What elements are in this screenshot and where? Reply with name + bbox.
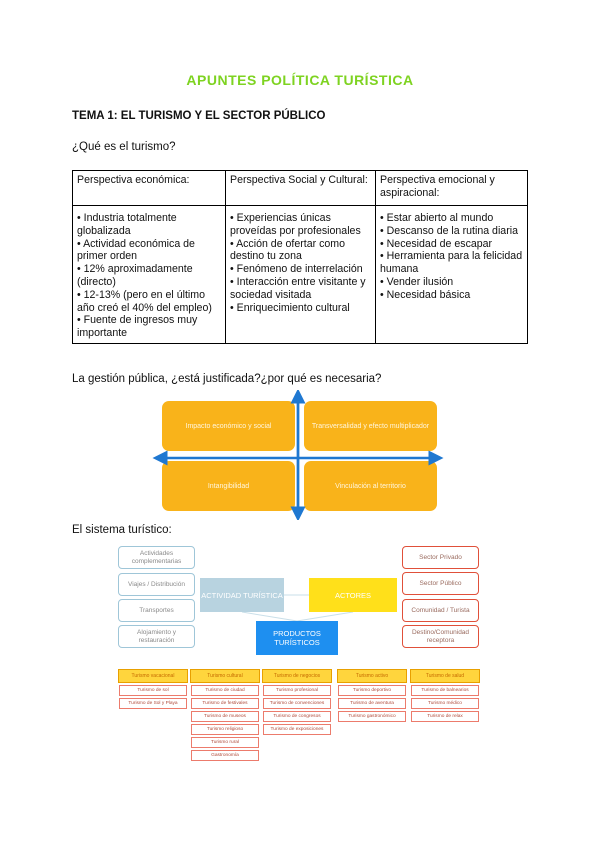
document-title: APUNTES POLÍTICA TURÍSTICA <box>186 72 414 88</box>
question-public-management: La gestión pública, ¿está justificada?¿p… <box>72 373 382 385</box>
economic-item: • Fuente de ingresos muy importante <box>77 314 198 340</box>
economic-item: • Industria totalmente globalizada <box>77 212 177 237</box>
section-heading: TEMA 1: EL TURISMO Y EL SECTOR PÚBLICO <box>72 110 326 122</box>
economic-item: • 12% aproximadamente (directo) <box>77 263 193 288</box>
economic-item: • Actividad económica de primer orden <box>77 237 195 263</box>
social-item: • Acción de ofertar como destino tu zona <box>230 237 345 263</box>
quadrant-axes-arrows-icon <box>152 390 444 520</box>
quadrant-economic-impact: Impacto económico y social <box>162 401 295 451</box>
tourism-type-item: Gastronomía <box>191 750 259 761</box>
tourism-type-item: Turismo de exposiciones <box>263 724 331 735</box>
emotional-item: • Vender ilusión <box>380 275 454 288</box>
tourism-type-item: Turismo deportivo <box>338 685 406 696</box>
quadrant-intangibility: Intangibilidad <box>162 461 295 511</box>
tourism-type-item: Turismo de aventura <box>338 698 406 709</box>
tourism-type-item: Turismo profesional <box>263 685 331 696</box>
tourism-type-item: Turismo religioso <box>191 724 259 735</box>
emotional-item: • Necesidad de escapar <box>380 237 493 250</box>
social-item: • Experiencias únicas proveídas por prof… <box>230 212 361 237</box>
economic-cell: • Industria totalmente globalizada • Act… <box>72 205 226 344</box>
tourism-type-header: Turismo cultural <box>190 669 260 683</box>
tourism-type-item: Turismo médico <box>411 698 479 709</box>
economic-item: • 12-13% (pero en el último año creó el … <box>77 288 212 314</box>
question-what-is-tourism: ¿Qué es el turismo? <box>72 141 176 153</box>
tourism-type-header: Turismo de negocios <box>262 669 332 683</box>
tourism-type-item: Turismo de convenciones <box>263 698 331 709</box>
header-emotional: Perspectiva emocional y aspiracional: <box>375 170 528 206</box>
emotional-item: • Herramienta para la felicidad humana <box>380 250 523 276</box>
system-right-public: Sector Público <box>402 572 479 595</box>
emotional-item: • Descanso de la rutina diaria <box>380 224 518 237</box>
social-item: • Interacción entre visitante y sociedad… <box>230 275 366 301</box>
tourism-type-item: Turismo de balnearios <box>411 685 479 696</box>
tourism-type-item: Turismo de ciudad <box>191 685 259 696</box>
tourism-type-item: Turismo gastronómico <box>338 711 406 722</box>
header-social: Perspectiva Social y Cultural: <box>225 170 376 206</box>
tourism-type-item: Turismo de relax <box>411 711 479 722</box>
perspectives-table: Perspectiva económica: Perspectiva Socia… <box>72 170 528 344</box>
social-cell: • Experiencias únicas proveídas por prof… <box>225 205 376 344</box>
tourism-type-header: Turismo de salud <box>410 669 480 683</box>
tourism-type-item: Turismo de sol <box>119 685 187 696</box>
header-economic: Perspectiva económica: <box>72 170 226 206</box>
tourism-type-item: Turismo de festivales <box>191 698 259 709</box>
system-right-destination: Destino/Comunidad receptora <box>402 625 479 648</box>
quadrant-territory: Vinculación al territorio <box>304 461 437 511</box>
tourism-type-header: Turismo activo <box>337 669 407 683</box>
social-item: • Enriquecimiento cultural <box>230 301 350 314</box>
system-left-travel: Viajes / Distribución <box>118 573 195 596</box>
question-tourism-system: El sistema turístico: <box>72 524 172 536</box>
system-tourist-activity: ACTIVIDAD TURÍSTICA <box>200 578 284 612</box>
system-tourist-products: PRODUCTOS TURÍSTICOS <box>256 621 338 655</box>
system-left-lodging: Alojamiento y restauración <box>118 625 195 648</box>
system-right-private: Sector Privado <box>402 546 479 569</box>
emotional-item: • Necesidad básica <box>380 288 471 301</box>
tourism-type-item: Turismo de congresos <box>263 711 331 722</box>
tourism-type-header: Turismo vacacional <box>118 669 188 683</box>
tourism-type-item: Turismo de museos <box>191 711 259 722</box>
tourism-type-item: Turismo de Sol y Playa <box>119 698 187 709</box>
emotional-item: • Estar abierto al mundo <box>380 212 494 224</box>
social-item: • Fenómeno de interrelación <box>230 263 363 276</box>
emotional-cell: • Estar abierto al mundo • Descanso de l… <box>375 205 528 344</box>
tourism-type-item: Turismo rural <box>191 737 259 748</box>
system-left-complementary: Actividades complementarias <box>118 546 195 569</box>
system-left-transport: Transportes <box>118 599 195 622</box>
system-right-community: Comunidad / Turista <box>402 599 479 622</box>
quadrant-transversality: Transversalidad y efecto multiplicador <box>304 401 437 451</box>
system-actors: ACTORES <box>309 578 397 612</box>
